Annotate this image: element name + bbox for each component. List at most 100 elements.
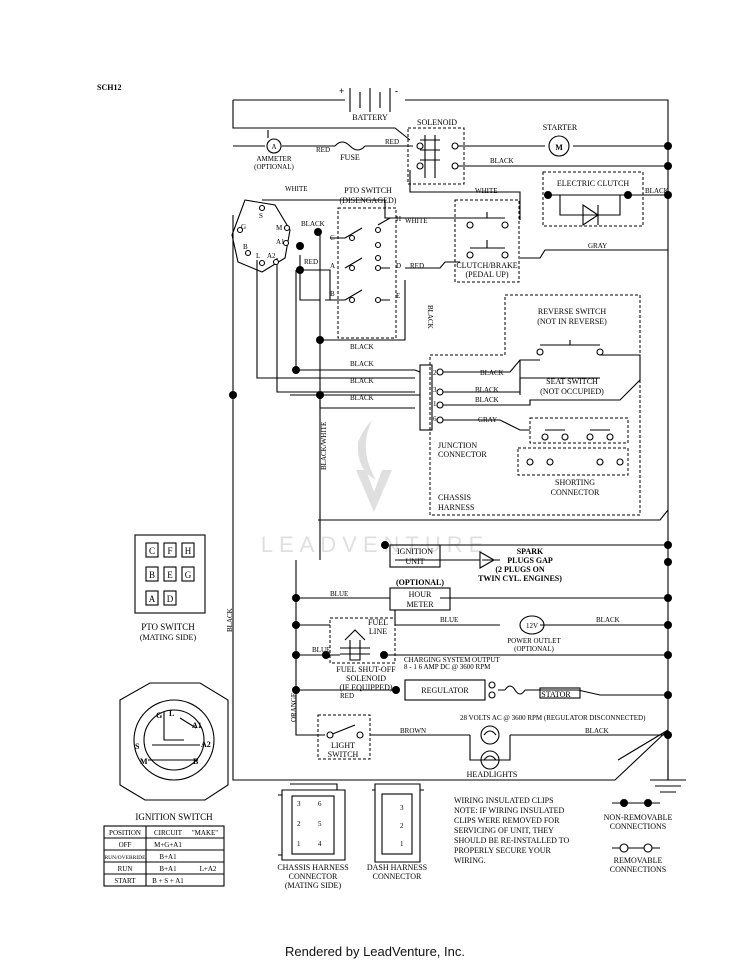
chassis-harness-connector: 3 6 2 5 1 4 CHASSIS HARNESS CONNECTOR (M… bbox=[277, 783, 349, 890]
ignition-switch-face: G L A1 S A2 M B IGNITION SWITCH bbox=[119, 682, 229, 822]
ign-face-terminal: S bbox=[135, 742, 140, 751]
table-cell: RUN bbox=[118, 865, 133, 873]
ign-terminal: B bbox=[243, 243, 248, 251]
junction-label: JUNCTION bbox=[438, 441, 477, 450]
wire-blue: BLUE bbox=[330, 590, 348, 598]
wire-orange: ORANGE bbox=[290, 693, 298, 722]
wire-black: BLACK bbox=[490, 157, 514, 165]
wire-white: WHITE bbox=[405, 217, 428, 225]
ign-face-terminal: L bbox=[169, 709, 174, 718]
junction-terminal: 1 bbox=[433, 400, 437, 408]
chassis-conn-label-3: (MATING SIDE) bbox=[285, 881, 342, 890]
note-line: SERVICING OF UNIT, THEY bbox=[454, 826, 554, 835]
ign-terminal: M bbox=[276, 224, 283, 232]
wire-black: BLACK bbox=[585, 727, 609, 735]
stator-volts-label: 28 VOLTS AC @ 3600 RPM (REGULATOR DISCON… bbox=[460, 714, 646, 722]
table-header: POSITION bbox=[109, 829, 141, 837]
ign-face-terminal: M bbox=[140, 757, 148, 766]
regulator-label: REGULATOR bbox=[421, 686, 469, 695]
junction-terminal: 3 bbox=[433, 386, 437, 394]
pto-switch-schematic: PTO SWITCH (DISENGAGED) C H A D B E bbox=[330, 186, 401, 339]
battery: + - BATTERY bbox=[339, 86, 398, 122]
wire-black: BLACK bbox=[426, 305, 434, 329]
junction-connector-label: CONNECTOR bbox=[438, 450, 487, 459]
svg-text:M: M bbox=[555, 143, 563, 152]
wire-black: BLACK bbox=[596, 616, 620, 624]
pto-grid: C F H B E G A D bbox=[145, 542, 195, 606]
connection-dots bbox=[229, 142, 672, 739]
ammeter-optional: (OPTIONAL) bbox=[254, 163, 294, 171]
wire-red: RED bbox=[340, 692, 354, 700]
solenoid-label: SOLENOID bbox=[417, 118, 457, 127]
table-cell: B + S + A1 bbox=[152, 877, 184, 885]
meter-label: METER bbox=[406, 600, 434, 609]
pto-grid-terminal: H bbox=[185, 546, 192, 556]
pto-switch-label: PTO SWITCH bbox=[344, 186, 392, 195]
dash-conn-label-2: CONNECTOR bbox=[373, 872, 422, 881]
power-outlet-voltage: 12V bbox=[526, 622, 538, 630]
legend-nonremovable: NON-REMOVABLE bbox=[604, 813, 673, 822]
wiring-note: WIRING INSULATED CLIPS NOTE: IF WIRING I… bbox=[454, 796, 570, 865]
wire-black: BLACK bbox=[226, 608, 234, 632]
line-label: LINE bbox=[369, 627, 387, 636]
starter: M STARTER bbox=[543, 123, 578, 157]
fuse-label: FUSE bbox=[340, 153, 360, 162]
ign-face-terminal: A1 bbox=[192, 721, 202, 730]
starter-label: STARTER bbox=[543, 123, 578, 132]
main-wires bbox=[232, 88, 686, 793]
table-cell: OFF bbox=[119, 841, 132, 849]
pto-grid-terminal: B bbox=[149, 570, 155, 580]
pto-grid-terminal: F bbox=[167, 546, 172, 556]
table-cell: START bbox=[114, 877, 136, 885]
pto-grid-terminal: E bbox=[167, 570, 173, 580]
chassis-conn-pin: 6 bbox=[318, 800, 322, 808]
wire-black: BLACK bbox=[350, 343, 374, 351]
dash-conn-pin: 3 bbox=[400, 804, 404, 812]
junction-terminal: 2 bbox=[433, 369, 437, 377]
wire-black: BLACK bbox=[301, 220, 325, 228]
chassis-conn-pin: 3 bbox=[297, 800, 301, 808]
table-cell: B+A1 bbox=[159, 853, 177, 861]
if-equipped-label: (IF EQUIPPED) bbox=[339, 683, 392, 692]
ign-terminal: L bbox=[256, 252, 260, 260]
pto-terminal: A bbox=[330, 262, 335, 270]
pto-disengaged-label: (DISENGAGED) bbox=[340, 196, 397, 205]
chassis-label: CHASSIS bbox=[438, 493, 471, 502]
battery-label: BATTERY bbox=[352, 113, 388, 122]
light-switch-label: LIGHT bbox=[331, 741, 355, 750]
ign-face-terminal: B bbox=[193, 757, 199, 766]
ignition-switch-schematic: S M B A1 G L A2 bbox=[231, 199, 291, 273]
wire-black: BLACK bbox=[475, 386, 499, 394]
pto-mating-side-label: (MATING SIDE) bbox=[140, 633, 197, 642]
wire-black: BLACK bbox=[480, 369, 504, 377]
charging-label-1: CHARGING SYSTEM OUTPUT bbox=[404, 656, 500, 664]
ignition-table: POSITION CIRCUIT "MAKE" OFF M+G+A1 RUN/O… bbox=[103, 825, 225, 887]
legend-removable-2: CONNECTIONS bbox=[610, 865, 666, 874]
spark-label-1: SPARK bbox=[517, 547, 544, 556]
pto-grid-terminal: G bbox=[185, 570, 192, 580]
wire-white: WHITE bbox=[475, 187, 498, 195]
regulator: CHARGING SYSTEM OUTPUT 8 - 1 6 AMP DC @ … bbox=[404, 656, 646, 722]
note-line: SHOULD BE RE-INSTALLED TO bbox=[454, 836, 570, 845]
battery-plus: + bbox=[339, 86, 344, 96]
chassis-conn-label: CHASSIS HARNESS bbox=[277, 863, 348, 872]
svg-text:A: A bbox=[271, 143, 276, 151]
headlights: HEADLIGHTS bbox=[467, 725, 517, 779]
chassis-conn-label-2: CONNECTOR bbox=[289, 872, 338, 881]
chassis-conn-pin: 4 bbox=[318, 840, 322, 848]
legend: NON-REMOVABLE CONNECTIONS REMOVABLE CONN… bbox=[604, 799, 673, 874]
wire-white: WHITE bbox=[285, 185, 308, 193]
clutch-brake-switch: CLUTCH/BRAKE (PEDAL UP) bbox=[454, 199, 520, 283]
power-outlet-optional: (OPTIONAL) bbox=[514, 645, 554, 653]
pto-terminal: D bbox=[396, 262, 401, 270]
footer-credit: Rendered by LeadVenture, Inc. bbox=[285, 944, 465, 959]
spark-label-3: (2 PLUGS ON bbox=[495, 565, 545, 574]
junction-connector: 2 3 1 6 JUNCTION CONNECTOR bbox=[419, 364, 487, 459]
fuel-solenoid-label: SOLENOID bbox=[346, 674, 386, 683]
schematic-code: SCH12 bbox=[97, 83, 121, 92]
legend-nonremovable-2: CONNECTIONS bbox=[610, 822, 666, 831]
solenoid: SOLENOID bbox=[407, 118, 465, 185]
clutch-brake-label: CLUTCH/BRAKE bbox=[456, 261, 517, 270]
pto-grid-terminal: D bbox=[167, 594, 174, 604]
